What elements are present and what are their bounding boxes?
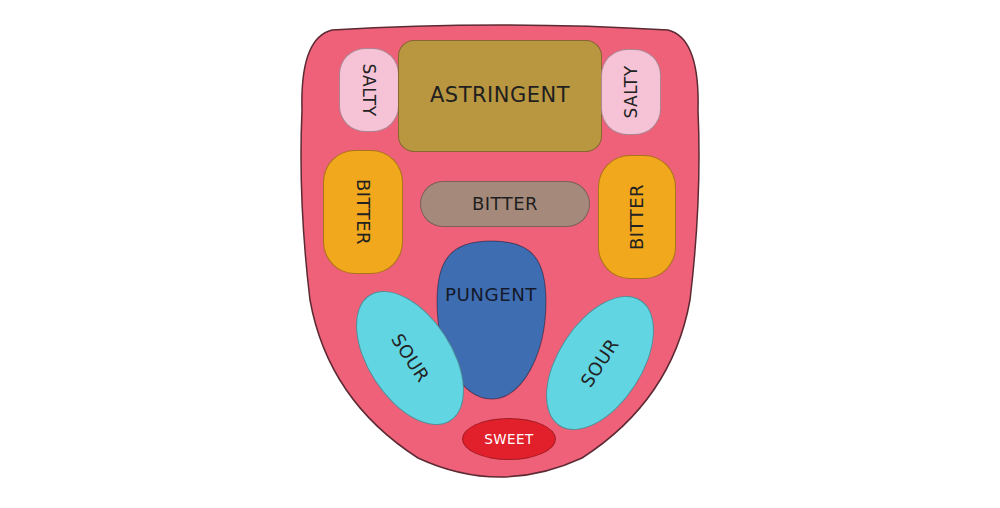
taste-label: SOUR [387,330,433,385]
taste-label: BITTER [627,184,647,250]
taste-label: SWEET [484,432,534,447]
tongue-outline [301,25,699,477]
taste-region: SALTY [339,48,399,132]
taste-label: PUNGENT [445,285,537,305]
taste-label: ASTRINGENT [430,84,570,107]
taste-label: BITTER [353,179,373,245]
taste-region: BITTER [323,150,403,274]
taste-region: BITTER [420,181,590,227]
taste-region: SWEET [462,418,556,460]
taste-region: SALTY [601,49,661,135]
taste-region: BITTER [598,155,676,279]
taste-label: SOUR [577,335,623,390]
taste-region: ASTRINGENT [398,40,602,152]
taste-label: SALTY [360,63,379,116]
taste-label: SALTY [622,65,641,118]
taste-label: BITTER [472,194,538,214]
